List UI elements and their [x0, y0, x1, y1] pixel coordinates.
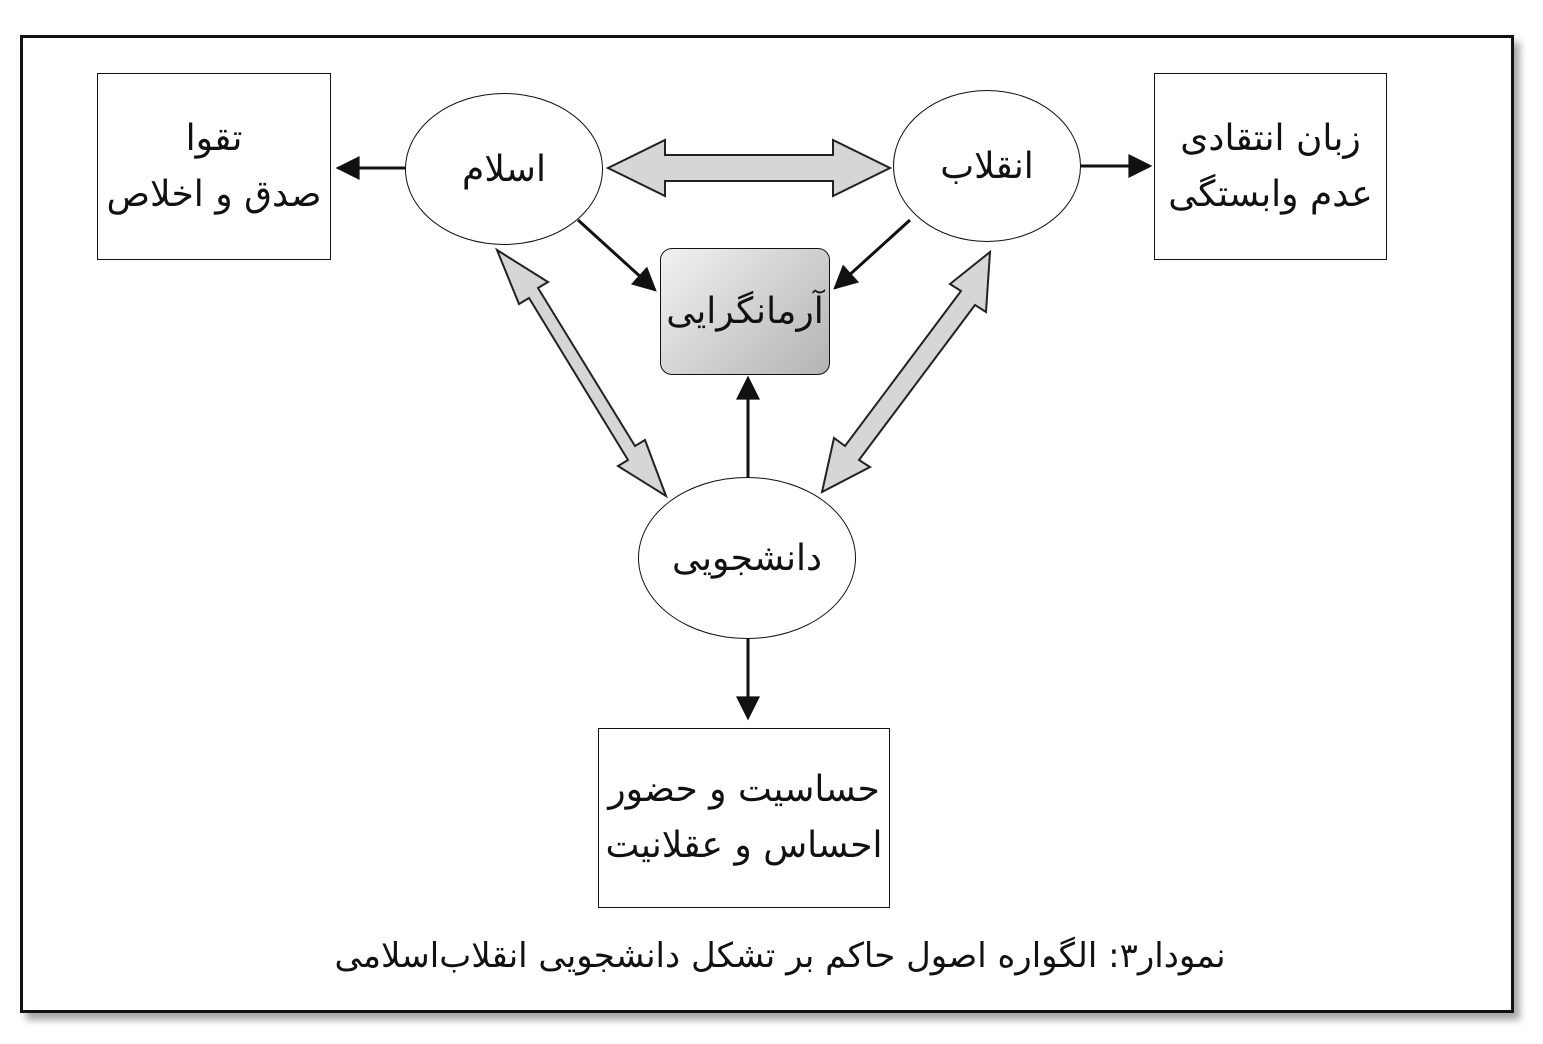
bottom-box-line-1: حساسیت و حضور	[608, 769, 880, 811]
right-box: زبان انتقادی عدم وابستگی	[1154, 73, 1387, 260]
double-arrow-islam-student	[494, 247, 668, 499]
arrow-islam-to-idealism	[576, 218, 657, 292]
arrow-revolution-to-idealism	[833, 218, 912, 290]
node-islam-label: اسلام	[462, 148, 546, 190]
left-box-line-1: تقوا	[185, 117, 243, 159]
left-box: تقوا صدق و اخلاص	[97, 73, 331, 260]
node-revolution: انقلاب	[893, 90, 1081, 242]
bottom-box: حساسیت و حضور احساس و عقلانیت	[598, 728, 890, 908]
right-box-line-1: زبان انتقادی	[1180, 117, 1361, 159]
double-arrow-revolution-student	[820, 249, 992, 494]
figure-caption: نمودار۳: الگواره اصول حاکم بر تشکل دانشج…	[334, 936, 1226, 976]
node-idealism: آرمانگرایی	[660, 248, 830, 375]
bottom-box-line-2: احساس و عقلانیت	[605, 825, 883, 866]
double-arrow-islam-revolution	[605, 138, 893, 198]
node-student: دانشجویی	[638, 477, 856, 639]
node-revolution-label: انقلاب	[940, 145, 1034, 187]
node-student-label: دانشجویی	[671, 537, 823, 579]
left-box-line-2: صدق و اخلاص	[106, 173, 322, 215]
node-islam: اسلام	[405, 93, 603, 245]
right-box-line-2: عدم وابستگی	[1168, 173, 1373, 215]
node-idealism-label: آرمانگرایی	[666, 291, 824, 332]
